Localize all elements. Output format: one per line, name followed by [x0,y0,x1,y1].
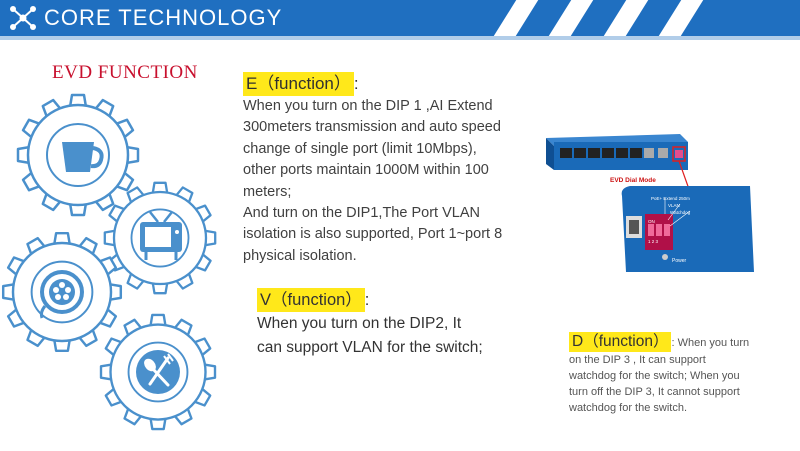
network-nodes-icon [10,6,36,30]
e-line: And turn on the DIP1,The Port VLAN [243,205,480,222]
vlan-switch-label: VLAN [668,203,680,208]
d-function-tag: D（function） [569,332,672,352]
switch-device-illustration [546,134,754,272]
d-line: watchdog for the switch; When you [569,370,740,382]
gears-illustration [1,93,217,431]
watchdog-switch-label: Watchdog [670,210,691,215]
d-line: turn off the DIP 3, It cannot support [569,386,740,398]
e-line: physical isolation. [243,247,357,264]
gear-middle [1,231,123,353]
v-function-section: V（function）: When you turn on the DIP2, … [257,288,557,360]
e-line: meters; [243,183,292,200]
dip-switch-closeup [621,186,754,272]
e-function-tag: E（function） [243,72,354,96]
d-function-section: D（function）: When you turn on the DIP 3 … [569,332,771,416]
gear-bottom [99,313,217,431]
fork-spoon-icon [136,350,180,394]
e-function-colon: : [353,74,359,93]
tv-icon [140,211,182,260]
film-reel-icon [39,270,84,319]
evd-dial-mode-label: EVD Dial Mode [610,177,656,184]
e-line: When you turn on the DIP 1 ,AI Extend [243,98,493,114]
e-line: change of single port (limit 10Mbps), [243,140,477,157]
gear-right [103,181,217,295]
header-bar: CORE TECHNOLOGY [0,0,800,40]
v-function-heading: V（function）: [257,288,557,312]
evd-function-title: EVD FUNCTION [52,62,198,83]
e-function-section: E（function）: When you turn on the DIP 1 … [243,72,533,267]
extend-switch-label: PoE+ Extend 250m [651,196,690,201]
v-function-tag: V（function） [257,288,365,312]
page-title: CORE TECHNOLOGY [44,5,283,30]
e-line: other ports maintain 1000M within 100 [243,162,489,179]
e-function-heading: E（function）: [243,72,533,96]
cup-icon [62,142,104,172]
power-label: Power [672,258,687,264]
dip-numbers-label: 1 2 3 [648,239,659,244]
dip-on-label: ON [648,219,655,224]
gear-top [16,93,140,217]
d-line: watchdog for the switch. [569,402,688,414]
switch-body [546,134,688,170]
e-line: 300meters transmission and auto speed [243,119,501,136]
d-function-heading: D（function）: When you turn [569,332,771,352]
d-line: on the DIP 3 , It can support [569,354,706,366]
e-line: isolation is also supported, Port 1~port… [243,226,503,243]
header-underline [0,36,800,40]
v-function-colon: : [364,291,370,309]
v-line: can support VLAN for the switch; [257,339,483,356]
v-line: When you turn on the DIP2, It [257,315,462,332]
d-inline-text: : When you turn [671,337,750,349]
